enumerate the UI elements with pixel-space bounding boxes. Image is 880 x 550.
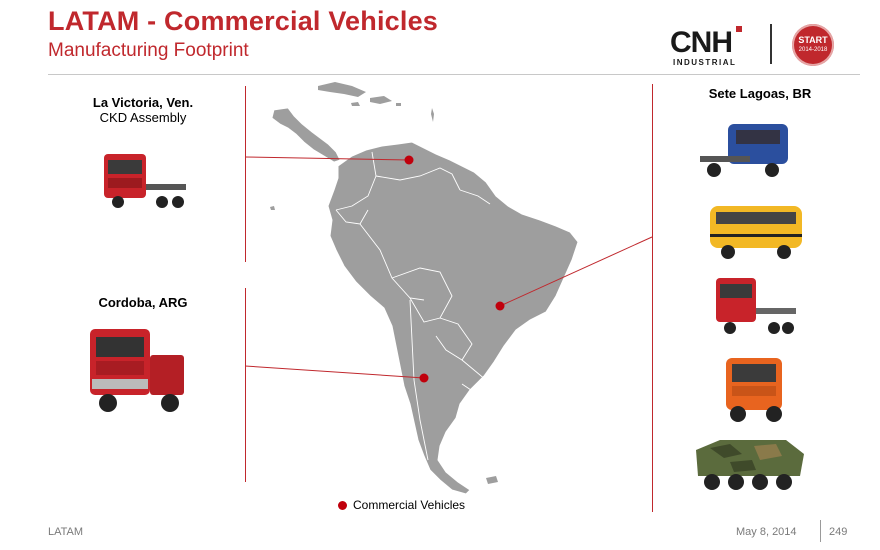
connector-la-victoria	[244, 156, 410, 161]
marker-sete-lagoas	[495, 301, 505, 311]
page-title: LATAM - Commercial Vehicles	[48, 6, 439, 36]
la-victoria-name: La Victoria, Ven.	[92, 95, 194, 110]
yellow-school-bus-image	[710, 206, 802, 259]
site-label-sete-lagoas: Sete Lagoas, BR	[680, 86, 840, 101]
blue-daily-chassis-image	[700, 124, 788, 177]
border-ecuador	[335, 209, 369, 225]
cnh-industrial-logo: CNH INDUSTRIAL	[670, 24, 750, 68]
border-chile-argentina	[409, 299, 429, 461]
page-subtitle: Manufacturing Footprint	[48, 40, 249, 61]
red-tractor-truck-image-2	[716, 278, 796, 334]
galapagos-islands	[270, 206, 275, 210]
footer-separator	[820, 520, 821, 542]
hispaniola-island	[370, 96, 392, 104]
border-colombia	[335, 151, 377, 211]
la-victoria-detail: CKD Assembly	[99, 110, 187, 125]
border-venezuela	[375, 167, 461, 191]
logo-wordmark: CNH	[670, 26, 732, 59]
sete-lagoas-divider	[652, 84, 653, 512]
cordoba-name: Cordoba, ARG	[98, 295, 188, 310]
red-tractor-truck-image	[104, 154, 186, 208]
jamaica-island	[351, 102, 360, 106]
marker-la-victoria	[404, 155, 414, 165]
badge-years: 2014-2018	[798, 47, 828, 53]
logo-subtext: INDUSTRIAL	[673, 58, 736, 67]
map-legend: Commercial Vehicles	[338, 498, 465, 512]
central-america	[271, 107, 341, 163]
camouflage-armored-vehicle-image	[696, 440, 804, 490]
legend-label: Commercial Vehicles	[353, 498, 466, 512]
puerto-rico-island	[396, 103, 401, 106]
footer-section-label: LATAM	[48, 526, 84, 538]
header-divider	[48, 74, 860, 75]
border-uruguay	[461, 359, 487, 393]
country-borders	[335, 151, 491, 461]
orange-trakker-truck-image	[726, 358, 782, 422]
lesser-antilles	[431, 108, 434, 122]
border-guianas	[459, 189, 491, 205]
sete-lagoas-name: Sete Lagoas, BR	[708, 86, 812, 101]
la-victoria-divider	[245, 86, 246, 262]
site-label-la-victoria: La Victoria, Ven. CKD Assembly	[68, 95, 218, 125]
border-bolivia	[391, 267, 453, 323]
footer-date: May 8, 2014	[736, 526, 797, 538]
falkland-islands	[486, 476, 498, 484]
connector-cordoba	[244, 365, 425, 379]
cuba-island	[318, 82, 366, 97]
page-number: 249	[829, 526, 848, 538]
connector-sete-lagoas	[499, 236, 653, 307]
logo-separator	[770, 24, 772, 64]
legend-marker-icon	[338, 501, 347, 510]
logo-red-square	[736, 26, 742, 32]
cordoba-divider	[245, 288, 246, 482]
south-america-landmass	[327, 141, 579, 495]
start-badge-logo: START 2014-2018	[792, 24, 834, 66]
badge-title: START	[798, 35, 828, 45]
border-paraguay	[435, 317, 473, 361]
red-stralis-tractor-image	[90, 329, 184, 412]
marker-cordoba	[419, 373, 429, 383]
site-label-cordoba: Cordoba, ARG	[68, 295, 218, 310]
